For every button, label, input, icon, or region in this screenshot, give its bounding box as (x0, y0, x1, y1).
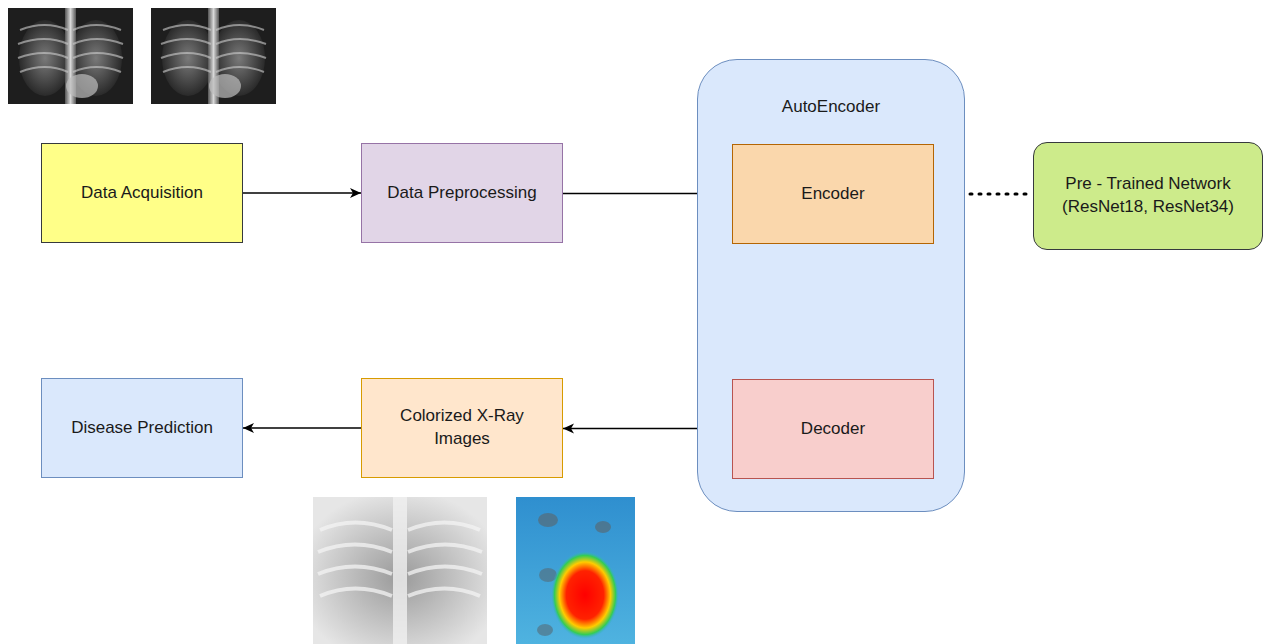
grey-xray-image (313, 497, 487, 644)
model-box: Pre - Trained Network (ResNet18, ResNet3… (1033, 142, 1263, 250)
arrow-connector (243, 192, 361, 194)
group-heading: AutoEncoder (698, 96, 964, 119)
node-label: Disease Prediction (71, 417, 213, 440)
process-box: Data Preprocessing (361, 143, 563, 243)
process-box: Disease Prediction (41, 378, 243, 478)
xray-thumbnail (8, 8, 133, 104)
group-container: AutoEncoderEncoderDecoder (697, 59, 965, 512)
node-label: Data Preprocessing (387, 182, 536, 205)
heatmap-xray-image (516, 497, 635, 644)
process-box: Decoder (732, 379, 934, 479)
node-label: Colorized X-Ray Images (373, 405, 551, 451)
process-box: Data Acquisition (41, 143, 243, 243)
xray-thumbnail (151, 8, 276, 104)
group-title: AutoEncoder (782, 96, 880, 119)
process-box: Encoder (732, 144, 934, 244)
arrow-connector (243, 427, 361, 429)
node-label: Decoder (801, 418, 865, 441)
process-box: Colorized X-Ray Images (361, 378, 563, 478)
node-label: Data Acquisition (81, 182, 203, 205)
node-label: Pre - Trained Network (ResNet18, ResNet3… (1045, 173, 1251, 219)
node-label: Encoder (801, 183, 864, 206)
